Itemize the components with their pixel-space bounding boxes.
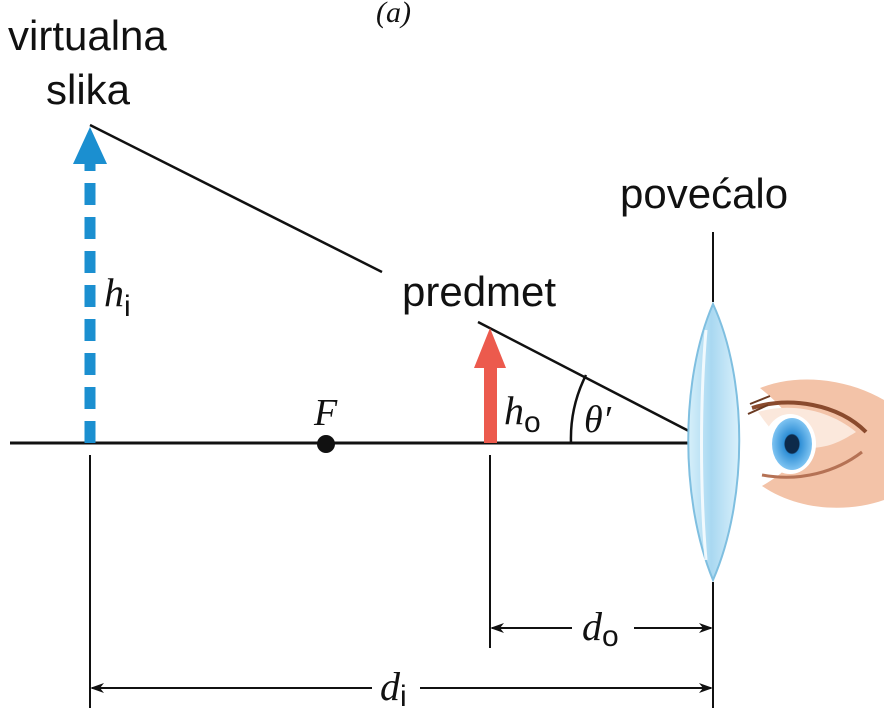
ray-line-upper [89, 123, 383, 274]
focal-point-dot [317, 435, 335, 453]
object-height-label: ho [504, 388, 541, 439]
object-distance-label: do [582, 604, 619, 653]
virtual-image-label-line2: slika [46, 66, 131, 113]
virtual-image-label-line1: virtualna [8, 12, 167, 59]
lens-label: povećalo [620, 170, 788, 217]
figure-caption: (a) [376, 0, 411, 29]
ray-line-lower [477, 320, 713, 445]
virtual-image-arrow [73, 127, 107, 443]
image-height-label: hi [104, 270, 131, 323]
angle-label: θ′ [584, 399, 612, 441]
magnifier-lens [687, 301, 741, 583]
focal-point-label: F [313, 392, 338, 434]
image-distance-label: di [380, 664, 407, 713]
object-arrow [474, 328, 506, 443]
object-label: predmet [402, 268, 556, 315]
angle-arc [569, 374, 588, 444]
eye-illustration [747, 379, 884, 508]
